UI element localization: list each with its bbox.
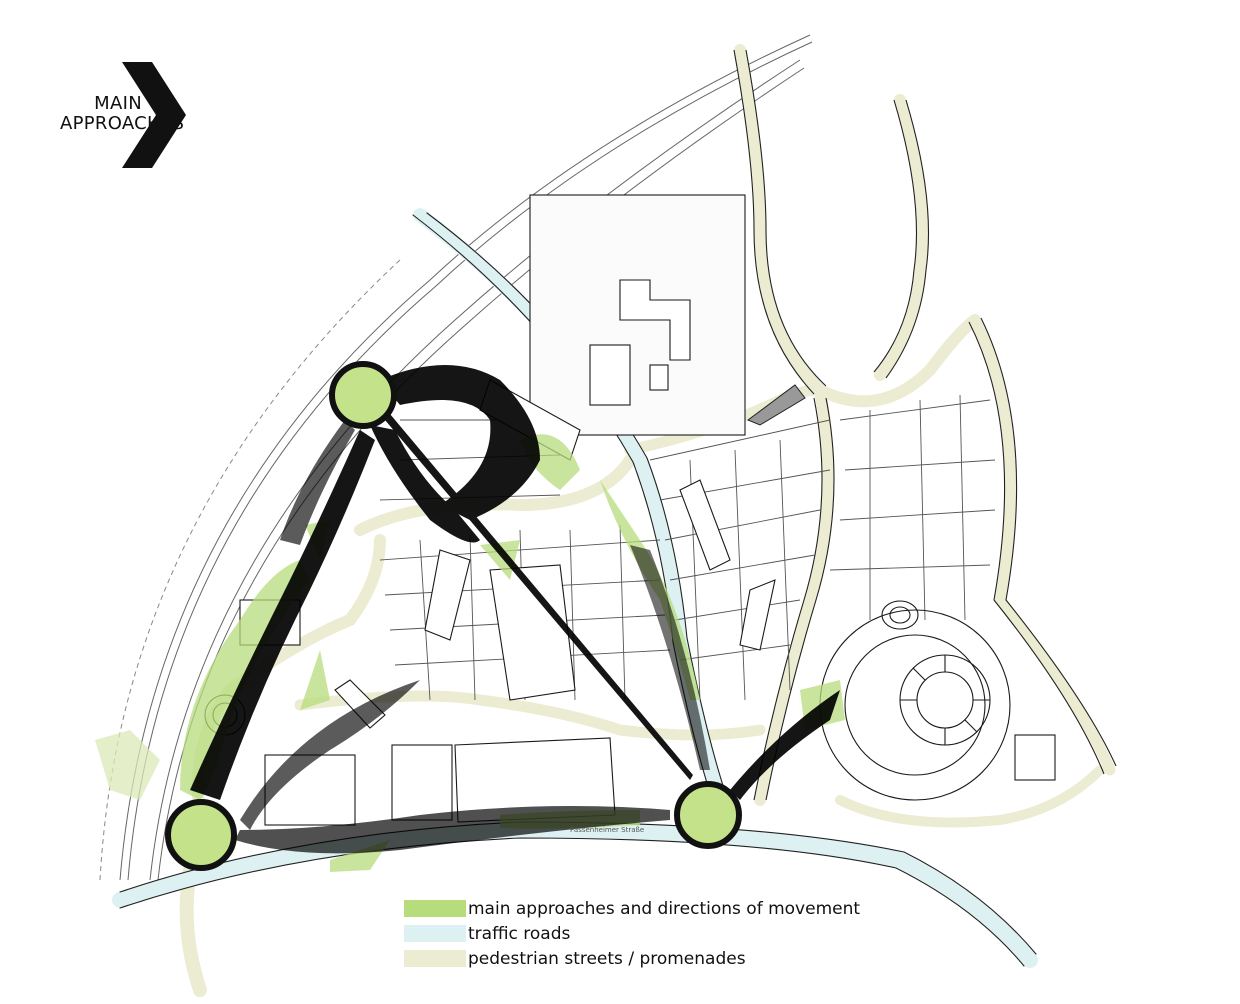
legend-label: pedestrian streets / promenades xyxy=(468,949,746,969)
beige-swatch-icon xyxy=(404,950,466,967)
green-swatch-icon xyxy=(404,900,466,917)
node-north xyxy=(329,361,397,429)
approach-nodes xyxy=(165,361,742,871)
legend-label: main approaches and directions of moveme… xyxy=(468,899,861,919)
chevron-arrow-icon xyxy=(122,62,186,168)
page-title: MAIN APPROACHES xyxy=(60,93,185,134)
hatched-pond xyxy=(746,384,806,426)
title-line-1: MAIN xyxy=(94,93,142,114)
legend-label: traffic roads xyxy=(468,924,571,944)
movement-arrows xyxy=(190,365,840,854)
pedestrian-street-outlines xyxy=(733,49,1117,801)
title-line-2: APPROACHES xyxy=(60,113,185,134)
node-southwest xyxy=(165,799,237,871)
node-southeast xyxy=(674,781,742,849)
buildings xyxy=(239,194,1056,826)
street-name-label: Passenheimer Straße xyxy=(570,826,644,834)
blue-swatch-icon xyxy=(404,925,466,942)
